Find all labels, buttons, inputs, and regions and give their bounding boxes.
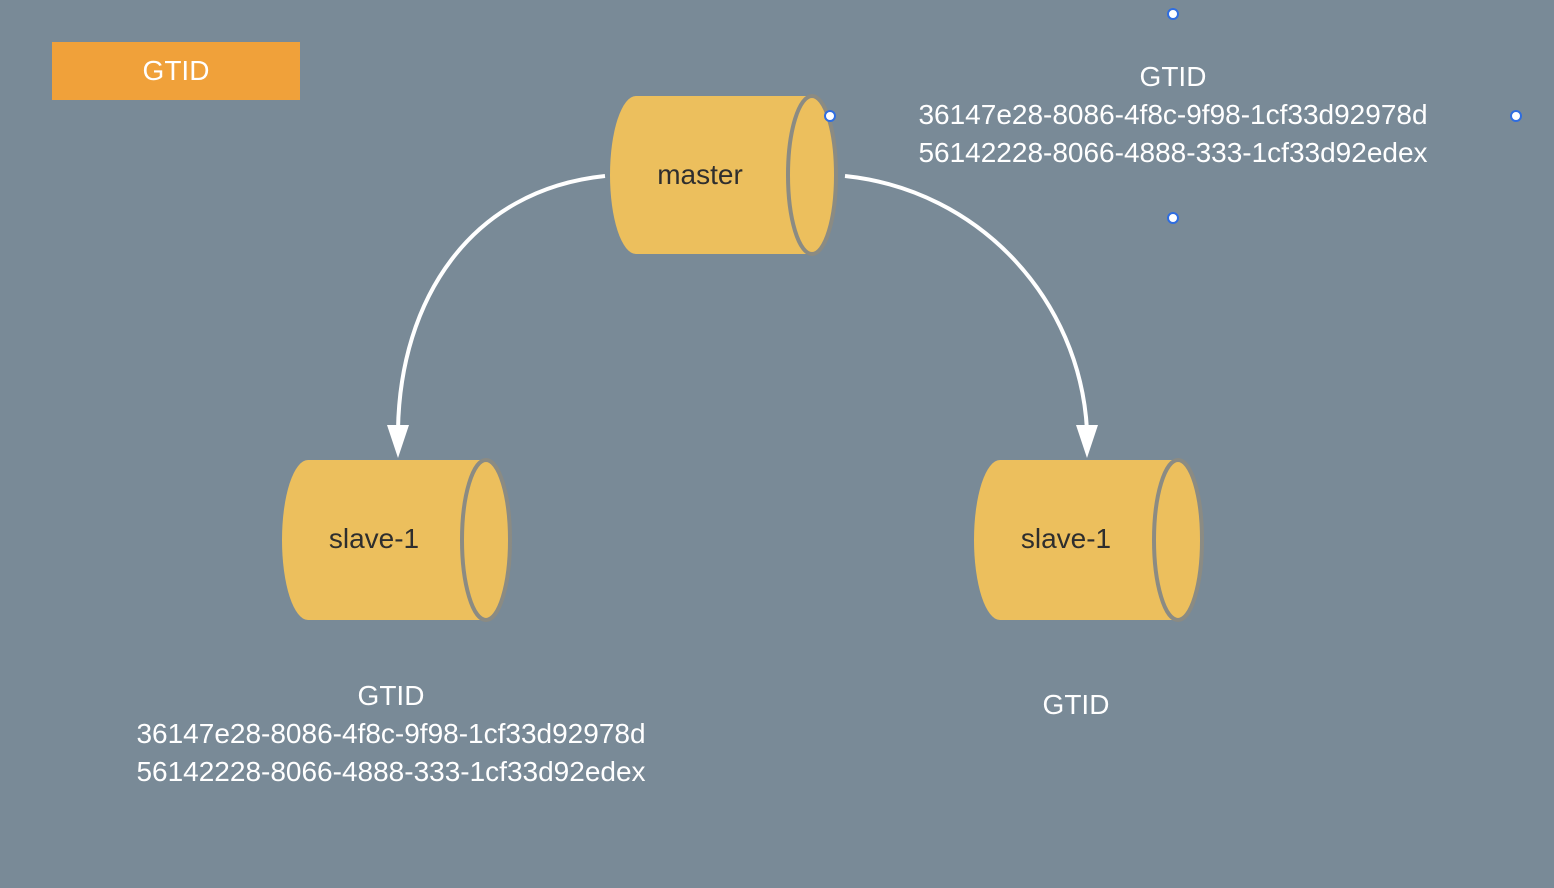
master-cylinder[interactable] bbox=[610, 94, 838, 256]
gtid-title-badge: GTID bbox=[52, 42, 300, 100]
master-label: master bbox=[657, 159, 743, 190]
slave-left-gtid-line-1: 36147e28-8086-4f8c-9f98-1cf33d92978d bbox=[136, 718, 646, 749]
slave-left-gtid-text: GTID 36147e28-8086-4f8c-9f98-1cf33d92978… bbox=[60, 677, 722, 791]
slave-left-cylinder[interactable] bbox=[282, 458, 512, 622]
slave-right-gtid-heading: GTID bbox=[1042, 689, 1110, 720]
selection-handle-left[interactable] bbox=[824, 110, 836, 122]
master-gtid-line-1: 36147e28-8086-4f8c-9f98-1cf33d92978d bbox=[918, 99, 1428, 130]
master-gtid-heading: GTID bbox=[1139, 61, 1207, 92]
selection-handle-bottom[interactable] bbox=[1167, 212, 1179, 224]
slave-right-cylinder[interactable] bbox=[974, 458, 1204, 622]
selection-handle-right[interactable] bbox=[1510, 110, 1522, 122]
arrow-master-to-slave-left bbox=[396, 174, 606, 431]
slave-left-gtid-line-2: 56142228-8066-4888-333-1cf33d92edex bbox=[136, 756, 646, 787]
arrow-head-left bbox=[387, 425, 409, 458]
slave-right-gtid-text: GTID bbox=[976, 686, 1176, 724]
slave-right-label: slave-1 bbox=[1020, 523, 1112, 554]
selection-handle-top[interactable] bbox=[1167, 8, 1179, 20]
arrow-master-to-slave-right bbox=[844, 174, 1089, 431]
master-gtid-line-2: 56142228-8066-4888-333-1cf33d92edex bbox=[918, 137, 1428, 168]
arrow-head-right bbox=[1076, 425, 1098, 458]
slave-left-label: slave-1 bbox=[328, 523, 420, 554]
slave-left-gtid-heading: GTID bbox=[357, 680, 425, 711]
master-gtid-text[interactable]: GTID 36147e28-8086-4f8c-9f98-1cf33d92978… bbox=[840, 58, 1506, 172]
